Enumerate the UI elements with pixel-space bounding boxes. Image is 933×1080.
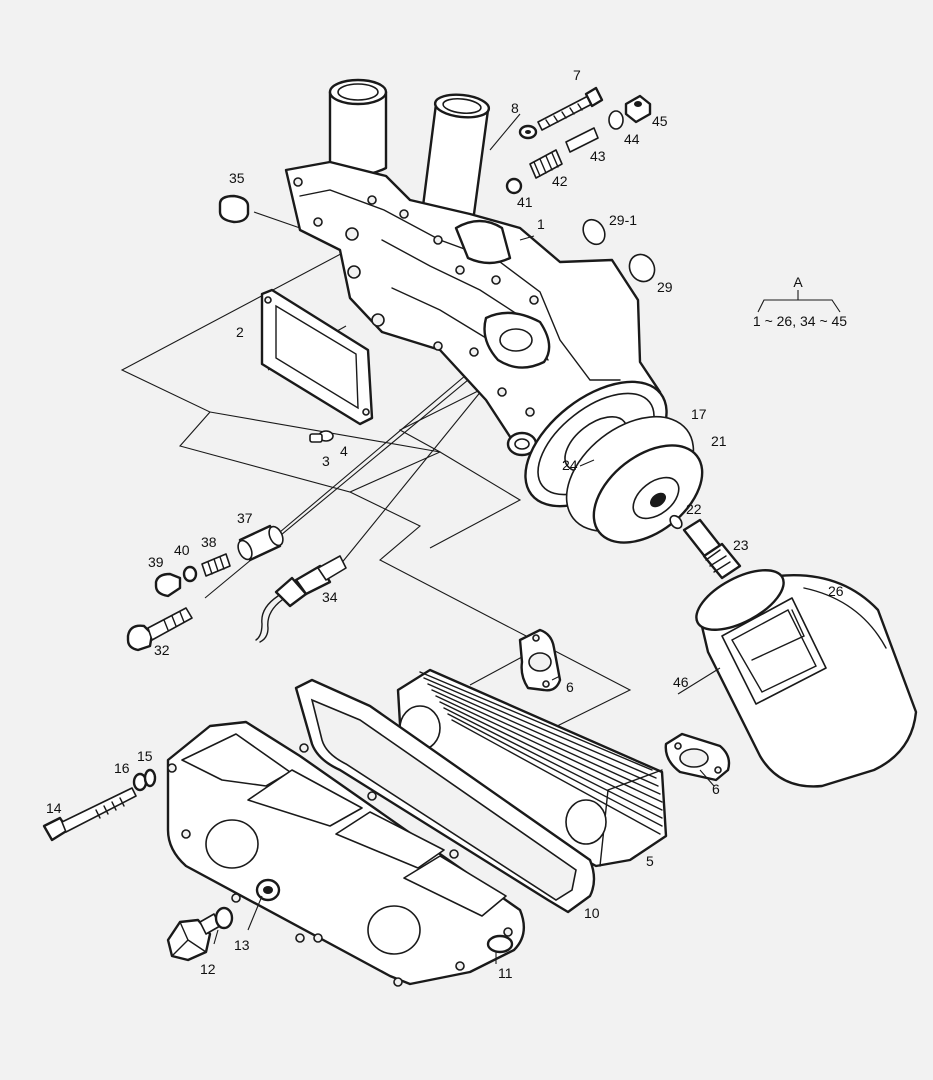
group-range: 1 ~ 26, 34 ~ 45 — [753, 313, 847, 329]
callout-39: 39 — [148, 554, 164, 570]
callout-15: 15 — [137, 748, 153, 764]
callout-45: 45 — [652, 113, 668, 129]
callout-21: 21 — [711, 433, 727, 449]
callout-labels: 1 2 3 4 5 6 6 7 8 10 11 12 13 14 15 16 1… — [46, 67, 844, 981]
callout-24: 24 — [562, 457, 578, 473]
callout-17: 17 — [691, 406, 707, 422]
callout-4: 4 — [340, 443, 348, 459]
group-title: A — [793, 274, 803, 290]
group-bracket: A 1 ~ 26, 34 ~ 45 — [753, 274, 847, 329]
gasket-6-lower — [664, 732, 731, 782]
callout-1: 1 — [537, 216, 545, 232]
callout-6-upper: 6 — [566, 679, 574, 695]
oil-filter — [695, 569, 918, 788]
callout-23: 23 — [733, 537, 749, 553]
callout-34: 34 — [322, 589, 338, 605]
callout-43: 43 — [590, 148, 606, 164]
gasket-6-upper — [518, 628, 562, 692]
callout-42: 42 — [552, 173, 568, 189]
o-rings-29 — [582, 218, 656, 283]
callout-26: 26 — [828, 583, 844, 599]
callout-41: 41 — [517, 194, 533, 210]
callout-38: 38 — [201, 534, 217, 550]
callout-leaders — [213, 113, 721, 964]
callout-29: 29 — [657, 279, 673, 295]
callout-46: 46 — [673, 674, 689, 690]
callout-6-lower: 6 — [712, 781, 720, 797]
relief-valve-parts — [505, 86, 652, 195]
callout-2: 2 — [236, 324, 244, 340]
callout-37: 37 — [237, 510, 253, 526]
filter-adapter-parts — [565, 415, 742, 580]
assembly-lines — [120, 247, 632, 733]
callout-10: 10 — [584, 905, 600, 921]
callout-35: 35 — [229, 170, 245, 186]
callout-5: 5 — [646, 853, 654, 869]
callout-16: 16 — [114, 760, 130, 776]
callout-8: 8 — [511, 100, 519, 116]
cooler-cover — [166, 720, 526, 987]
bolt-14-assembly — [42, 768, 157, 842]
callout-22: 22 — [686, 501, 702, 517]
valve-parts-left — [126, 524, 347, 652]
callout-3: 3 — [322, 453, 330, 469]
screw-and-washer — [309, 430, 334, 443]
callout-32: 32 — [154, 642, 170, 658]
callout-13: 13 — [234, 937, 250, 953]
callout-11: 11 — [498, 965, 513, 981]
callout-29-1: 29-1 — [609, 212, 637, 228]
callout-7: 7 — [573, 67, 581, 83]
drain-plug — [166, 906, 234, 962]
callout-44: 44 — [624, 131, 640, 147]
callout-40: 40 — [174, 542, 190, 558]
plug-35 — [218, 194, 250, 224]
cooler-gasket — [294, 678, 596, 914]
callout-12: 12 — [200, 961, 216, 977]
callout-14: 14 — [46, 800, 62, 816]
cover-plate — [260, 288, 374, 426]
